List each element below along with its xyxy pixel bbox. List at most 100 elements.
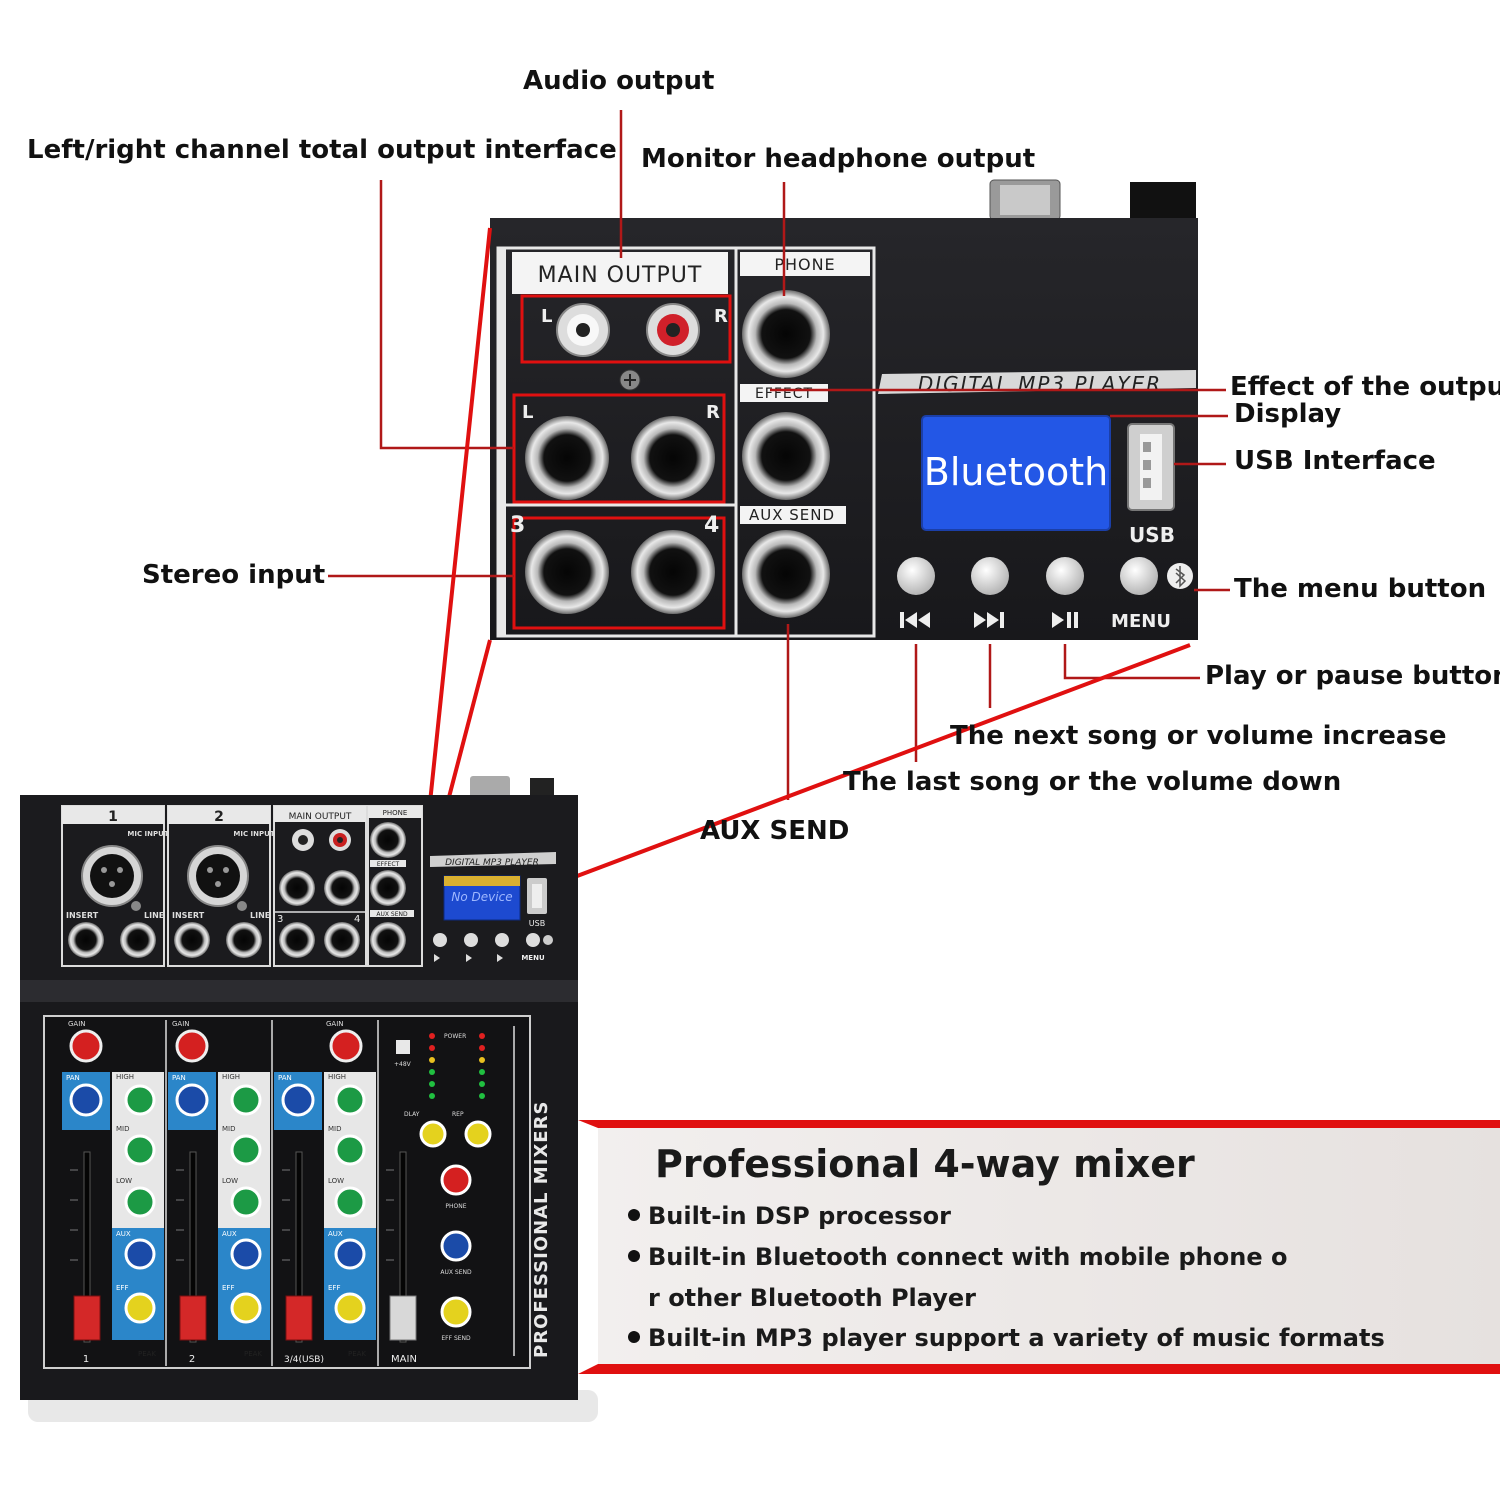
callout-usb-interface: USB Interface [1234, 446, 1436, 476]
channel-strips: GAIN GAIN GAIN PAN PAN PAN HIGH MID LOW … [62, 1020, 417, 1366]
eff-send-label: EFF SEND [441, 1335, 471, 1342]
mid-knob-3[interactable] [334, 1134, 366, 1166]
low-knob-2[interactable] [230, 1186, 262, 1218]
mixer-effect-label: EFFECT [377, 861, 400, 868]
stereo-in-4-jack[interactable] [631, 530, 715, 614]
callout-aux-send: AUX SEND [700, 816, 850, 846]
mixer-ch3-jack[interactable] [279, 922, 315, 958]
rep-knob[interactable] [464, 1120, 492, 1148]
mixer-effect-jack[interactable] [370, 870, 406, 906]
effect-jack[interactable] [742, 412, 830, 500]
callout-audio-output: Audio output [523, 66, 715, 96]
insert-label-1: INSERT [66, 911, 99, 920]
dlay-knob[interactable] [419, 1120, 447, 1148]
low-knob-1[interactable] [124, 1186, 156, 1218]
insert-jack-2[interactable] [174, 922, 210, 958]
phone-level-knob[interactable] [440, 1164, 472, 1196]
callout-effect-output: Effect of the output [1230, 372, 1500, 402]
mixer-play-button[interactable] [495, 933, 509, 947]
aux-knob-3[interactable] [334, 1238, 366, 1270]
gain-knob-1[interactable] [69, 1029, 103, 1063]
main-out-r-label: R [706, 402, 720, 423]
pan-knob-3[interactable] [281, 1083, 315, 1117]
strip-label-1: 1 [83, 1354, 89, 1365]
low-knob-3[interactable] [334, 1186, 366, 1218]
aux-knob-1[interactable] [124, 1238, 156, 1270]
stereo-in-3-jack[interactable] [525, 530, 609, 614]
mixer-3-label: 3 [277, 914, 283, 925]
gain-knob-2[interactable] [175, 1029, 209, 1063]
mixer-prev-button[interactable] [433, 933, 447, 947]
mixer-main-l-jack[interactable] [279, 870, 315, 906]
phone-label: PHONE [774, 255, 835, 274]
bullet-dot-icon [628, 1250, 640, 1262]
high-label-2: HIGH [222, 1073, 240, 1081]
eff-label-1: EFF [116, 1284, 128, 1292]
level-meter [429, 1033, 485, 1099]
pan-knob-2[interactable] [175, 1083, 209, 1117]
low-label-1: LOW [116, 1177, 132, 1185]
mixer-ch4-jack[interactable] [324, 922, 360, 958]
fader-cap-3[interactable] [285, 1295, 313, 1341]
fader-cap-1[interactable] [73, 1295, 101, 1341]
phone-jack[interactable] [742, 290, 830, 378]
menu-button[interactable] [1120, 557, 1158, 595]
fader-cap-2[interactable] [179, 1295, 207, 1341]
main-out-right-jack[interactable] [631, 416, 715, 500]
high-label-1: HIGH [116, 1073, 134, 1081]
aux-send-knob[interactable] [440, 1230, 472, 1262]
eff-knob-2[interactable] [230, 1292, 262, 1324]
lcd-display [921, 415, 1111, 531]
mixer-next-button[interactable] [464, 933, 478, 947]
rca-left-label: L [541, 306, 552, 327]
fader-cap-main[interactable] [389, 1295, 417, 1341]
callout-stereo-input: Stereo input [142, 560, 326, 590]
xlr-input-1[interactable] [81, 845, 143, 907]
mixer-digital-mp3-label: DIGITAL MP3 PLAYER [445, 858, 539, 868]
next-button[interactable] [971, 557, 1009, 595]
mixer-main-r-jack[interactable] [324, 870, 360, 906]
xlr-input-2[interactable] [187, 845, 249, 907]
high-knob-3[interactable] [334, 1084, 366, 1116]
play-pause-button[interactable] [1046, 557, 1084, 595]
usb-port[interactable] [1127, 423, 1175, 511]
ch4-label: 4 [704, 513, 719, 538]
mid-label-1: MID [116, 1125, 130, 1133]
phantom-power-switch[interactable] [396, 1040, 410, 1054]
high-knob-2[interactable] [230, 1084, 262, 1116]
eff-knob-1[interactable] [124, 1292, 156, 1324]
eff-knob-3[interactable] [334, 1292, 366, 1324]
mid-knob-1[interactable] [124, 1134, 156, 1166]
rca-right-jack[interactable] [646, 303, 700, 357]
main-output-label: MAIN OUTPUT [538, 263, 703, 288]
pan-knob-1[interactable] [69, 1083, 103, 1117]
insert-jack-1[interactable] [68, 922, 104, 958]
insert-label-2: INSERT [172, 911, 205, 920]
gain-label-1: GAIN [68, 1020, 86, 1028]
mid-knob-2[interactable] [230, 1134, 262, 1166]
mixer-4-label: 4 [354, 914, 360, 925]
mixer-menu-button[interactable] [526, 933, 540, 947]
menu-label: MENU [1111, 611, 1171, 632]
main-out-left-jack[interactable] [525, 416, 609, 500]
aux-knob-2[interactable] [230, 1238, 262, 1270]
line-jack-1[interactable] [120, 922, 156, 958]
mixer-phone-jack[interactable] [370, 822, 406, 858]
mixer-body: 1 2 MAIN OUTPUT PHONE MIC INPUT MIC INPU… [20, 776, 598, 1422]
high-knob-1[interactable] [124, 1084, 156, 1116]
eff-send-knob[interactable] [440, 1296, 472, 1328]
bullet-2-cont: r other Bluetooth Player [648, 1284, 976, 1312]
gain-knob-3[interactable] [329, 1029, 363, 1063]
rca-left-jack[interactable] [556, 303, 610, 357]
rep-label: REP [452, 1111, 464, 1118]
aux-send-jack[interactable] [742, 530, 830, 618]
mixer-aux-jack[interactable] [370, 922, 406, 958]
bullet-dot-icon [628, 1209, 640, 1221]
mixer-main-output-label: MAIN OUTPUT [289, 812, 352, 822]
mid-label-2: MID [222, 1125, 236, 1133]
bullet-1: Built-in DSP processor [628, 1202, 951, 1230]
prev-button[interactable] [897, 557, 935, 595]
feature-banner [578, 1120, 1500, 1374]
line-jack-2[interactable] [226, 922, 262, 958]
callout-last-song: The last song or the volume down [843, 767, 1342, 797]
